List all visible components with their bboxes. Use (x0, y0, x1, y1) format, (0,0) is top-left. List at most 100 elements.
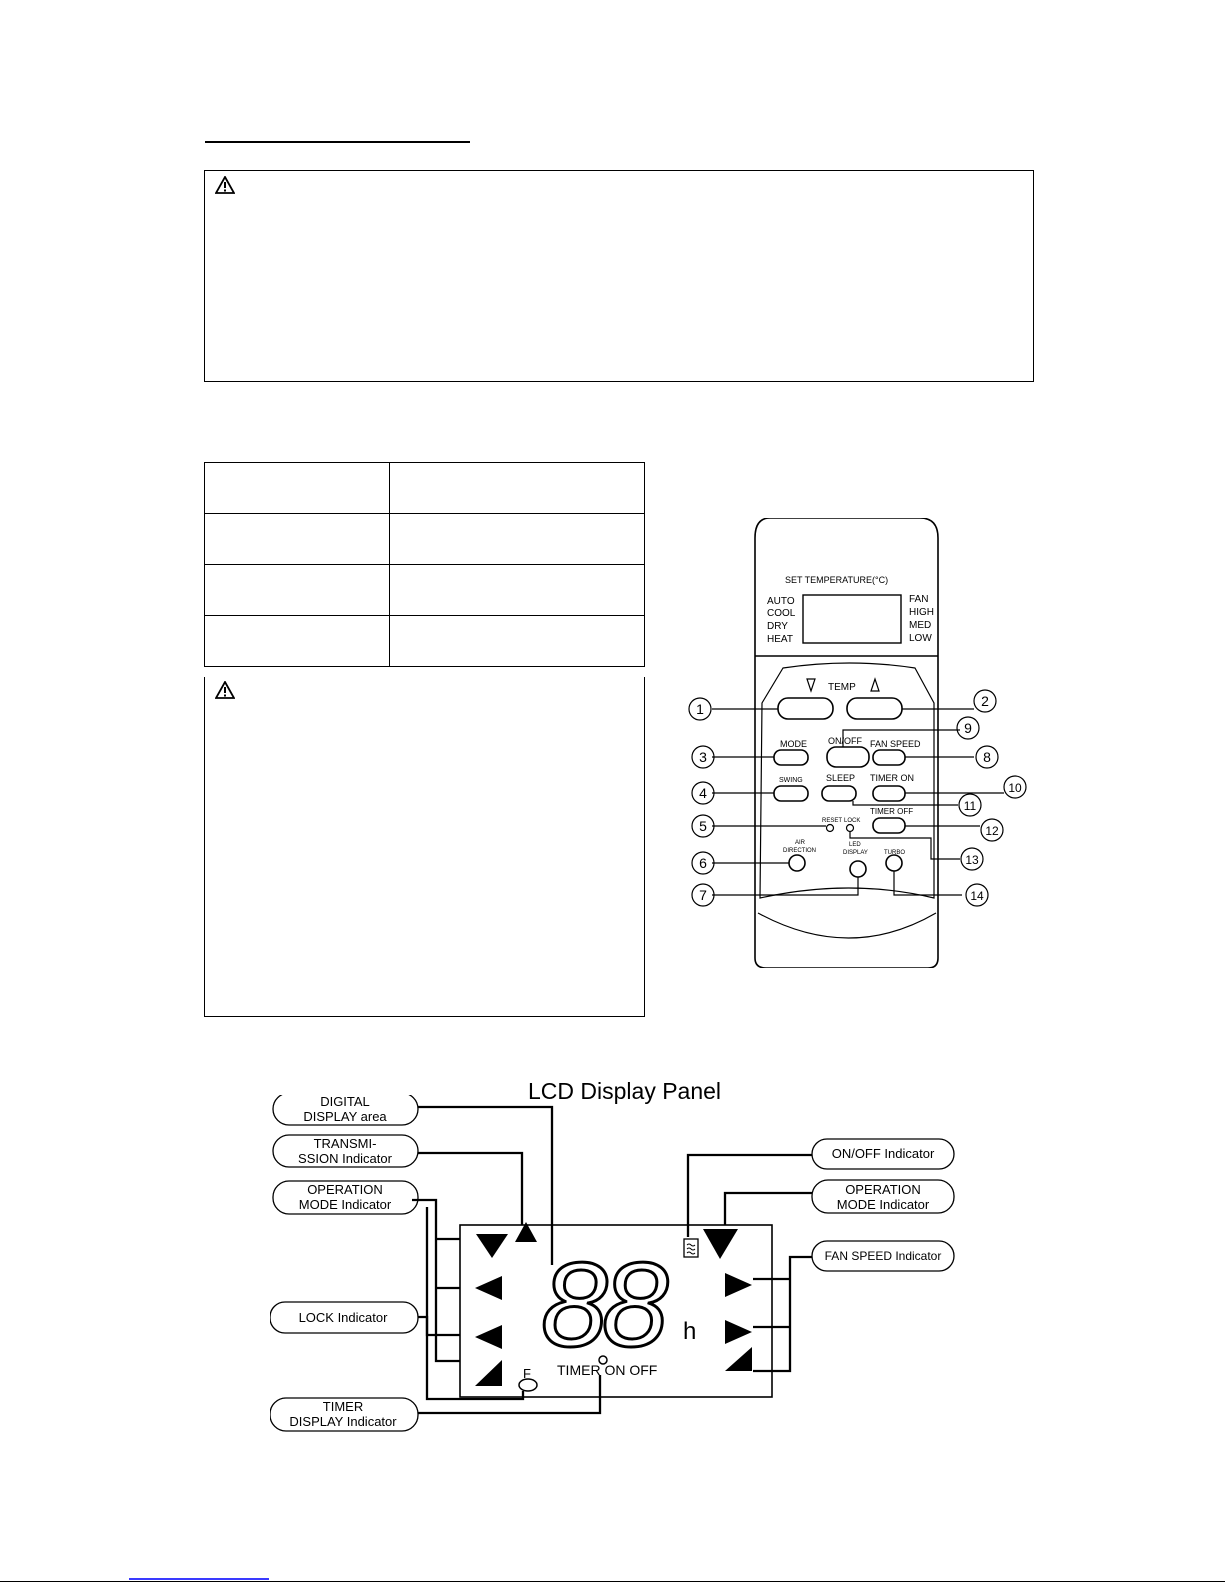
mode-cool-label: COOL (767, 608, 796, 619)
fan-arrow-right-icon (725, 1273, 752, 1297)
onoff-label: ON/OFF (828, 736, 862, 746)
air-direction-button[interactable] (788, 854, 806, 872)
warning-icon (215, 176, 235, 194)
fan-low-label: LOW (909, 633, 932, 644)
lcd-panel-title: LCD Display Panel (528, 1078, 722, 1104)
remote-body (754, 518, 939, 968)
lock-indicator-icon (518, 1378, 538, 1392)
led-label: LED (849, 842, 861, 848)
timer-on-off-text: TIMER ON OFF (557, 1362, 657, 1378)
button-panel (759, 662, 935, 899)
operation-mode-right-label-pill (811, 1179, 955, 1214)
onoff-indicator-label: ON/OFF Indicator (832, 1146, 935, 1161)
remote-control-diagram: SET TEMPERATURE(°C) AUTO COOL DRY HEAT F… (688, 518, 1027, 968)
timer-dot (598, 1355, 608, 1365)
fan-label: FAN (909, 594, 928, 605)
callout-11: 11 (964, 799, 977, 813)
operation-mode-right-line1: OPERATION (845, 1182, 921, 1197)
led-display-button[interactable] (849, 860, 867, 878)
reset-label: RESET (822, 818, 842, 824)
reset-button[interactable] (825, 823, 835, 833)
timer-display-label-line2: DISPLAY Indicator (289, 1414, 397, 1429)
leader-lines (712, 708, 1004, 896)
lcd-display-diagram: 88 h F TIMER ON OFF DIGITAL DIS (270, 1095, 955, 1432)
operation-mode-left-line2: MODE Indicator (299, 1197, 392, 1212)
fan-arrow-right-icon (725, 1320, 752, 1344)
callout-8: 8 (983, 749, 991, 765)
bottom-curve (757, 912, 937, 939)
operation-mode-left-line1: OPERATION (307, 1182, 383, 1197)
footer-link-underline[interactable] (129, 1578, 269, 1580)
callout-5: 5 (699, 818, 707, 834)
mode-heat-label: HEAT (767, 634, 793, 645)
warning-icon (215, 681, 235, 699)
fan-arrow-up-icon (725, 1347, 752, 1371)
onoff-indicator-icon (683, 1238, 699, 1258)
table-row (204, 462, 645, 514)
fan-speed-button[interactable] (872, 749, 906, 766)
f-mark: F (523, 1366, 531, 1381)
mode-label: MODE (780, 739, 807, 749)
fan-med-label: MED (909, 620, 931, 631)
section-heading-underline (205, 141, 470, 143)
remote-lcd-window (802, 594, 902, 644)
callout-7: 7 (699, 887, 707, 903)
transmission-label-line1: TRANSMI- (314, 1136, 377, 1151)
callout-1: 1 (696, 701, 704, 717)
footer-rule (0, 1581, 1225, 1582)
swing-button[interactable] (773, 785, 809, 802)
callout-circles (688, 689, 1027, 907)
onoff-indicator-label-pill (811, 1138, 955, 1170)
mode-dry-label: DRY (767, 621, 788, 632)
fan-speed-label: FAN SPEED (870, 739, 921, 749)
arrow-down-right-icon (703, 1229, 738, 1259)
callout-12: 12 (985, 824, 999, 838)
temp-down-button[interactable] (777, 697, 834, 720)
set-temperature-label: SET TEMPERATURE(°C) (785, 575, 888, 585)
lock-indicator-label: LOCK Indicator (299, 1310, 389, 1325)
fan-speed-label-pill (811, 1240, 955, 1272)
timer-off-button[interactable] (872, 817, 906, 834)
digital-display-label-line2: DISPLAY area (303, 1109, 387, 1124)
timer-off-label: TIMER OFF (870, 807, 913, 816)
table-row (204, 615, 645, 667)
arrow-up-right-icon (475, 1360, 502, 1386)
lcd-leader-lines (412, 1105, 812, 1415)
timer-on-button[interactable] (872, 785, 906, 802)
swing-label: SWING (779, 777, 803, 784)
lock-button[interactable] (845, 823, 855, 833)
turbo-button[interactable] (885, 854, 903, 872)
display-label: DISPLAY (843, 850, 868, 856)
timer-on-label: TIMER ON (870, 773, 914, 783)
fan-high-label: HIGH (909, 607, 934, 618)
arrow-left-icon (475, 1325, 502, 1349)
transmission-label-line2: SSION Indicator (298, 1151, 393, 1166)
callout-4: 4 (699, 785, 707, 801)
onoff-button[interactable] (826, 746, 870, 768)
transmission-label-pill (272, 1134, 419, 1168)
temp-up-button[interactable] (846, 697, 903, 720)
mode-auto-label: AUTO (767, 596, 795, 607)
table-row (204, 564, 645, 616)
direction-label: DIRECTION (783, 848, 816, 854)
callout-10: 10 (1008, 781, 1022, 795)
arrow-left-icon (475, 1276, 502, 1300)
turbo-label: TURBO (884, 850, 905, 856)
lock-label: LOCK (844, 818, 860, 824)
spec-table (204, 462, 645, 667)
sleep-label: SLEEP (826, 773, 855, 783)
callout-9: 9 (964, 720, 972, 736)
lcd-panel-frame (459, 1224, 773, 1398)
lock-indicator-label-pill (270, 1301, 419, 1334)
hour-unit-label: h (683, 1318, 696, 1345)
sleep-button[interactable] (821, 785, 857, 802)
digital-display-label-pill (272, 1095, 419, 1126)
operation-mode-right-line2: MODE Indicator (837, 1197, 930, 1212)
note-box (204, 677, 645, 1017)
operation-mode-left-label-pill (272, 1180, 419, 1215)
temp-up-icon (870, 677, 880, 692)
callout-13: 13 (965, 853, 979, 867)
temp-label: TEMP (828, 682, 856, 693)
timer-display-label-line1: TIMER (323, 1399, 363, 1414)
mode-button[interactable] (773, 749, 809, 766)
